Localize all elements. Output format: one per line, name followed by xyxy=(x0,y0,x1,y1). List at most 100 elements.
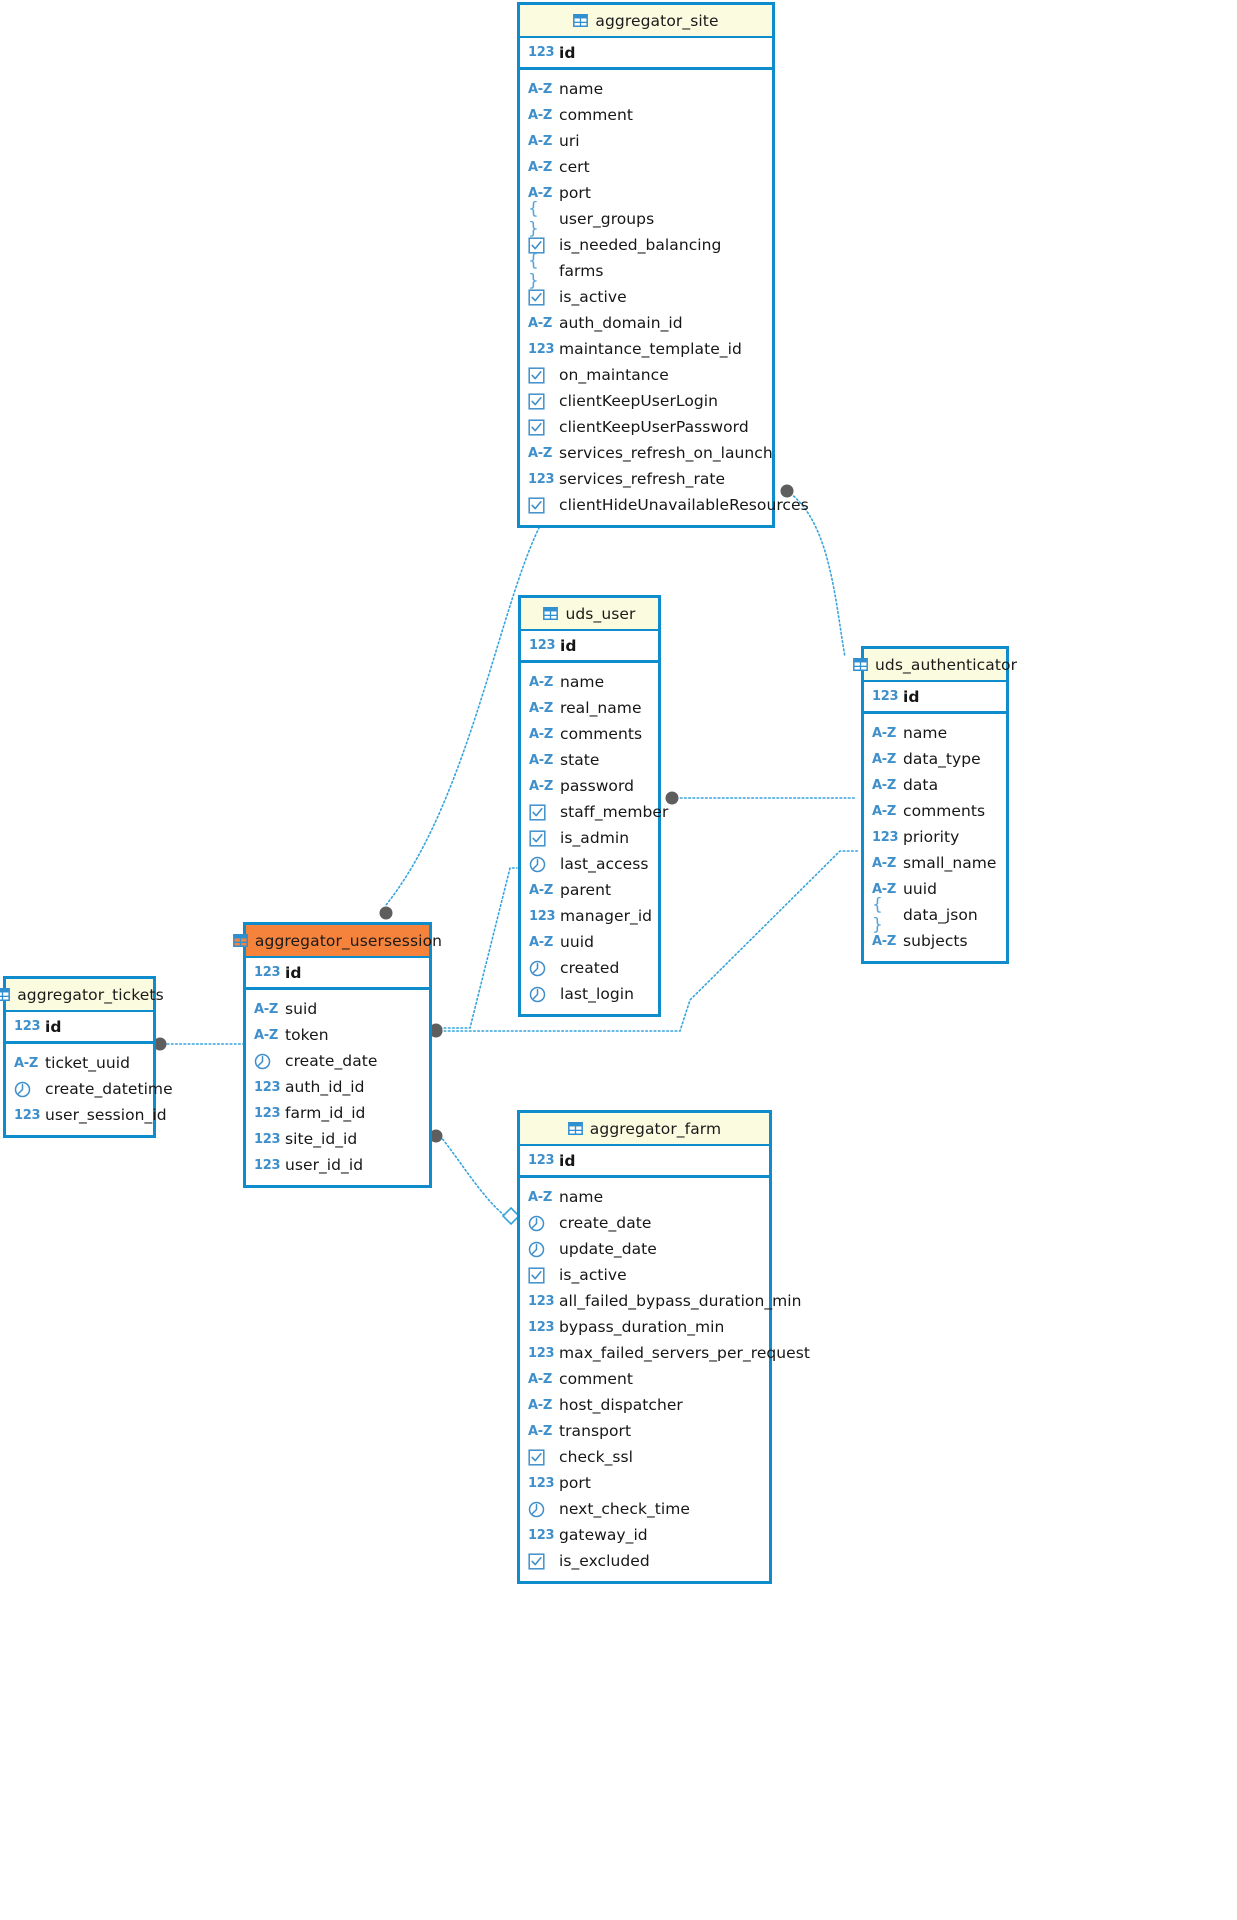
column-row[interactable]: last_login xyxy=(521,981,658,1007)
column-name: uuid xyxy=(560,933,594,951)
column-row[interactable]: on_maintance xyxy=(520,362,772,388)
text-az-icon: A-Z xyxy=(528,81,552,97)
column-row[interactable]: { }user_groups xyxy=(520,199,772,239)
column-row[interactable]: staff_member xyxy=(521,799,668,825)
column-row[interactable]: is_active xyxy=(520,1262,769,1288)
entity-header-uds_user[interactable]: uds_user xyxy=(521,598,658,631)
relationship-rel-tickets-usersession[interactable] xyxy=(153,1037,244,1051)
column-row[interactable]: update_date xyxy=(520,1236,769,1262)
column-row[interactable]: is_excluded xyxy=(520,1548,769,1574)
column-row[interactable]: next_check_time xyxy=(520,1496,769,1522)
number-123-icon: 123 xyxy=(529,638,556,653)
column-row[interactable]: create_date xyxy=(246,1048,429,1074)
column-name: suid xyxy=(285,1000,318,1018)
column-row[interactable]: clientKeepUserPassword xyxy=(520,414,772,440)
column-row[interactable]: created xyxy=(521,955,658,981)
column-row[interactable]: { }farms xyxy=(520,251,772,291)
column-row[interactable]: is_active xyxy=(520,284,772,310)
relationship-rel-user-authenticator[interactable] xyxy=(665,791,856,805)
number-123-icon: 123 xyxy=(14,1019,41,1034)
column-row[interactable]: A-Z uuid xyxy=(521,929,658,955)
column-row[interactable]: { }data_json xyxy=(864,895,1006,935)
text-az-icon: A-Z xyxy=(528,315,552,331)
entity-header-aggregator_usersession[interactable]: aggregator_usersession xyxy=(232,925,442,958)
column-row[interactable]: is_admin xyxy=(521,825,658,851)
column-row[interactable]: last_access xyxy=(521,851,658,877)
column-row[interactable]: A-Z real_name xyxy=(521,695,658,721)
column-row[interactable]: create_date xyxy=(520,1210,769,1236)
text-az-icon: A-Z xyxy=(529,934,553,950)
entity-header-aggregator_farm[interactable]: aggregator_farm xyxy=(520,1113,769,1146)
column-name: token xyxy=(285,1026,329,1044)
column-row[interactable]: create_datetime xyxy=(6,1076,173,1102)
column-name: max_failed_servers_per_request xyxy=(559,1344,811,1362)
text-az-icon: A-Z xyxy=(529,700,553,716)
column-name: cert xyxy=(559,158,590,176)
entity-header-aggregator_tickets[interactable]: aggregator_tickets xyxy=(0,979,164,1012)
column-name: real_name xyxy=(560,699,642,717)
entity-header-aggregator_site[interactable]: aggregator_site xyxy=(520,5,772,38)
column-row[interactable]: clientHideUnavailableResources xyxy=(520,492,809,518)
column-row[interactable]: check_ssl xyxy=(520,1444,769,1470)
column-row[interactable]: clientKeepUserLogin xyxy=(520,388,772,414)
column-row[interactable]: is_needed_balancing xyxy=(520,232,772,258)
relationship-rel-usersession-farm[interactable] xyxy=(429,1129,521,1226)
entity-header-uds_authenticator[interactable]: uds_authenticator xyxy=(853,649,1017,682)
number-123-icon: 123 xyxy=(14,1107,41,1123)
relationship-rel-usersession-user[interactable] xyxy=(429,867,518,1037)
